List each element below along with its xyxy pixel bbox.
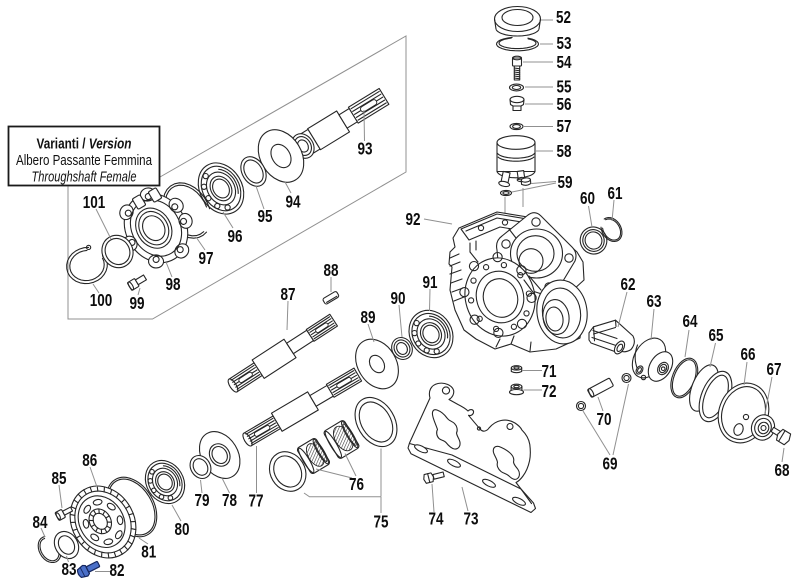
- svg-text:83: 83: [62, 559, 77, 579]
- svg-text:85: 85: [52, 468, 67, 488]
- svg-text:66: 66: [741, 344, 756, 364]
- svg-text:69: 69: [603, 454, 618, 474]
- svg-text:81: 81: [141, 542, 156, 562]
- svg-text:67: 67: [767, 359, 782, 379]
- svg-text:91: 91: [423, 272, 438, 292]
- svg-text:77: 77: [249, 491, 264, 511]
- svg-text:92: 92: [406, 209, 421, 229]
- svg-text:60: 60: [580, 188, 595, 208]
- svg-text:62: 62: [621, 274, 636, 294]
- svg-text:54: 54: [557, 52, 572, 72]
- svg-text:89: 89: [361, 307, 376, 327]
- svg-text:68: 68: [775, 460, 790, 480]
- svg-text:74: 74: [429, 509, 444, 529]
- svg-text:96: 96: [228, 226, 243, 246]
- svg-text:94: 94: [286, 192, 301, 212]
- svg-text:87: 87: [281, 284, 296, 304]
- svg-text:90: 90: [391, 288, 406, 308]
- svg-text:71: 71: [542, 361, 557, 381]
- svg-text:72: 72: [542, 381, 557, 401]
- svg-text:93: 93: [358, 139, 373, 159]
- svg-text:65: 65: [709, 325, 724, 345]
- svg-text:82: 82: [110, 560, 125, 580]
- svg-text:76: 76: [349, 474, 364, 494]
- svg-text:95: 95: [258, 206, 273, 226]
- svg-text:56: 56: [557, 94, 572, 114]
- svg-text:55: 55: [557, 77, 572, 97]
- svg-text:100: 100: [90, 290, 113, 310]
- svg-text:86: 86: [82, 450, 97, 470]
- svg-text:70: 70: [597, 409, 612, 429]
- svg-text:Albero Passante Femmina: Albero Passante Femmina: [16, 153, 153, 169]
- svg-text:57: 57: [557, 116, 572, 136]
- svg-text:58: 58: [557, 141, 572, 161]
- svg-text:52: 52: [556, 7, 571, 27]
- svg-text:79: 79: [195, 490, 210, 510]
- svg-text:84: 84: [33, 512, 48, 532]
- svg-text:75: 75: [374, 512, 389, 532]
- svg-text:78: 78: [222, 490, 237, 510]
- svg-text:Throughshaft Female: Throughshaft Female: [32, 170, 137, 186]
- svg-text:98: 98: [166, 274, 181, 294]
- svg-text:63: 63: [647, 291, 662, 311]
- svg-text:61: 61: [608, 183, 623, 203]
- svg-text:97: 97: [199, 248, 214, 268]
- svg-text:88: 88: [324, 260, 339, 280]
- svg-text:73: 73: [464, 509, 479, 529]
- svg-text:101: 101: [83, 192, 106, 212]
- svg-text:53: 53: [557, 33, 572, 53]
- svg-text:59: 59: [558, 172, 573, 192]
- svg-text:99: 99: [130, 293, 145, 313]
- svg-text:64: 64: [683, 311, 698, 331]
- svg-text:Varianti / Version: Varianti / Version: [37, 137, 132, 153]
- svg-text:80: 80: [175, 519, 190, 539]
